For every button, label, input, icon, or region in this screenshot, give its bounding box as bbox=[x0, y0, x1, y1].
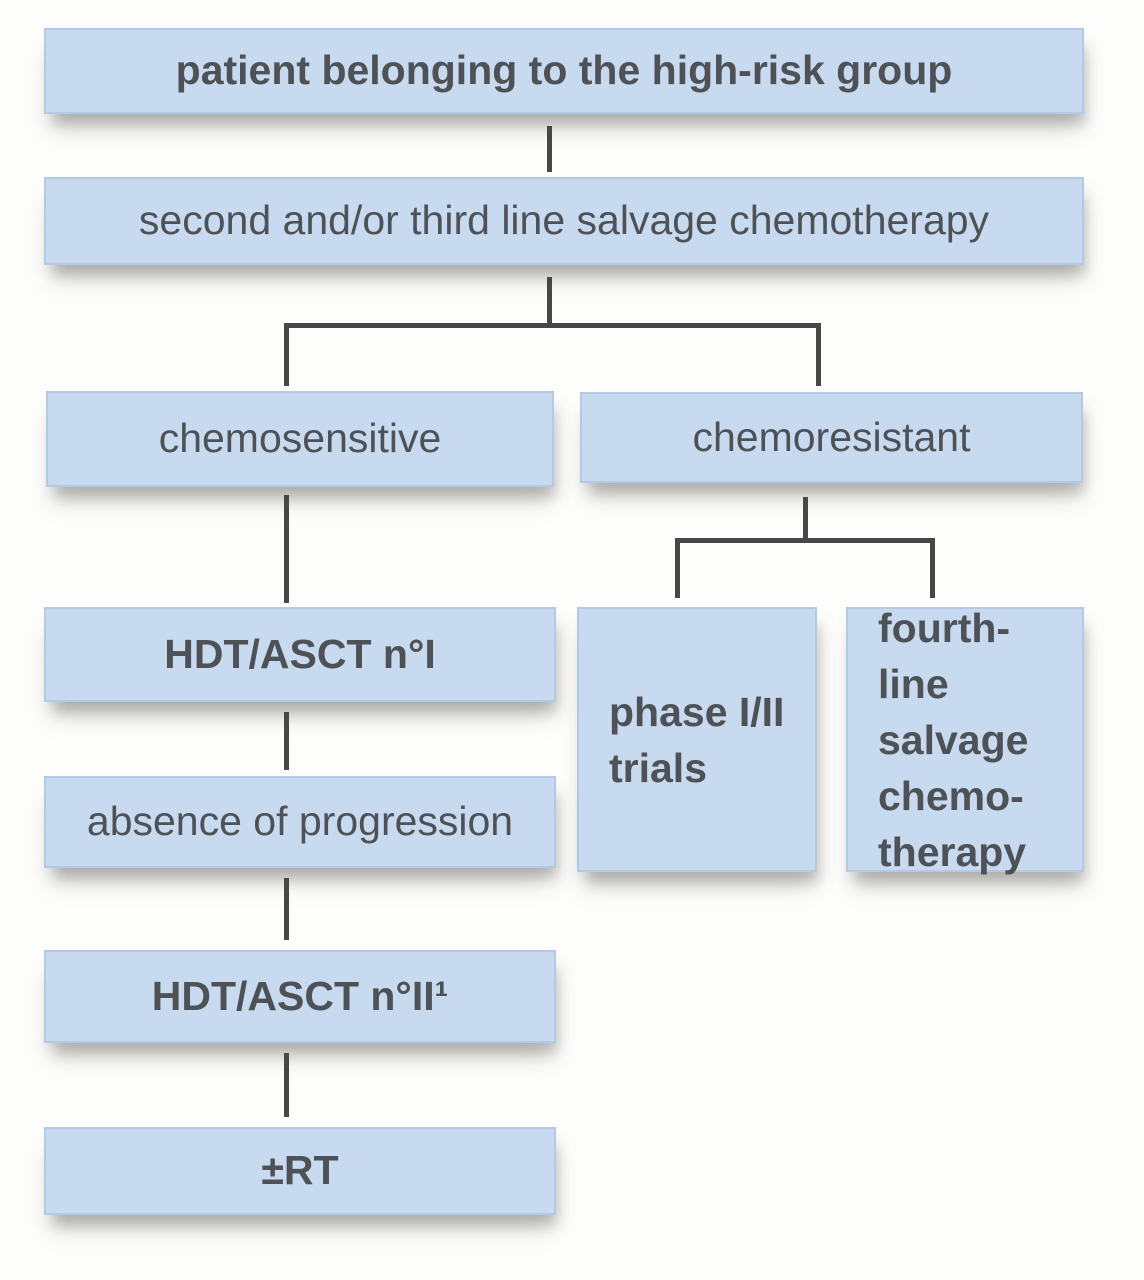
node-salvage-chemotherapy: second and/or third line salvage chemoth… bbox=[44, 177, 1084, 265]
node-phase-trials: phase I/II trials bbox=[577, 607, 817, 872]
connector-chemoresistant-stem bbox=[803, 497, 808, 540]
node-high-risk-group: patient belonging to the high-risk group bbox=[44, 28, 1084, 114]
node-chemoresistant: chemoresistant bbox=[580, 392, 1083, 483]
connector-hdt2-to-rt bbox=[284, 1053, 289, 1117]
node-chemosensitive: chemosensitive bbox=[46, 391, 554, 487]
connector-chemoresistant-branch-bar bbox=[675, 538, 935, 543]
node-absence-of-progression: absence of progression bbox=[44, 776, 556, 868]
connector-hdt1-to-absence bbox=[284, 712, 289, 770]
connector-drop-chemoresistant bbox=[816, 323, 821, 386]
node-rt: ±RT bbox=[44, 1127, 556, 1215]
connector-salvage-stem bbox=[547, 277, 552, 327]
connector-chemosensitive-to-hdt1 bbox=[284, 495, 289, 603]
node-fourth-line-salvage: fourth-line salvage chemo- therapy bbox=[846, 605, 1084, 875]
connector-highrisk-to-salvage bbox=[547, 126, 552, 172]
node-hdt-asct-2: HDT/ASCT n°II¹ bbox=[44, 950, 556, 1043]
node-hdt-asct-1: HDT/ASCT n°I bbox=[44, 607, 556, 702]
connector-drop-chemosensitive bbox=[284, 323, 289, 386]
connector-drop-fourth-line bbox=[930, 538, 935, 598]
connector-drop-phase-trials bbox=[675, 538, 680, 598]
connector-absence-to-hdt2 bbox=[284, 878, 289, 940]
connector-salvage-branch-bar bbox=[284, 323, 821, 328]
